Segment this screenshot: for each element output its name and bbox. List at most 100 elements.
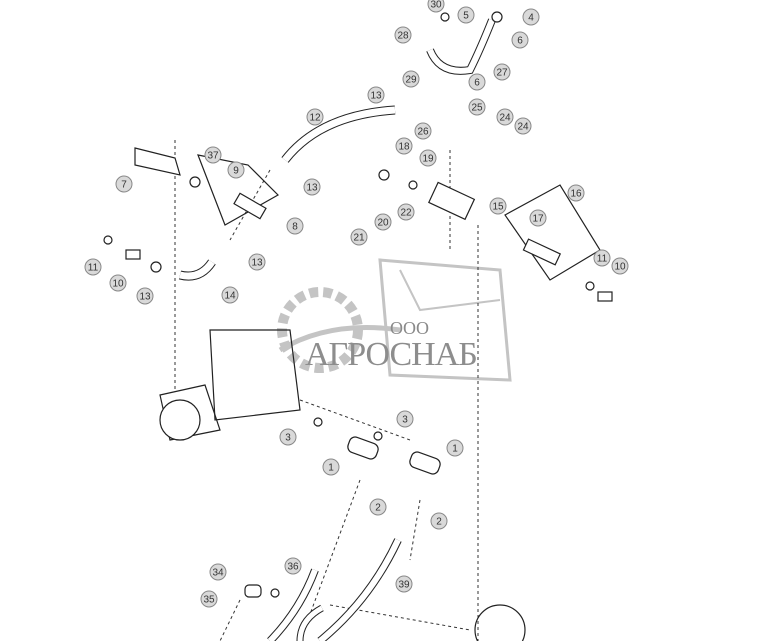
callout-number: 30	[430, 0, 442, 11]
callout-circle	[397, 203, 415, 221]
callout-number: 13	[251, 258, 263, 269]
callout-1: 1	[446, 439, 464, 457]
callout-14: 14	[221, 286, 239, 304]
callout-circle	[303, 178, 321, 196]
callout-circle	[84, 258, 102, 276]
callout-11: 11	[593, 249, 611, 267]
callout-number: 27	[496, 68, 508, 79]
callout-number: 29	[405, 75, 417, 86]
callout-6: 6	[468, 73, 486, 91]
callout-number: 35	[203, 595, 215, 606]
callout-22: 22	[397, 203, 415, 221]
callout-15: 15	[489, 197, 507, 215]
callout-number: 20	[377, 218, 389, 229]
callout-circle	[369, 498, 387, 516]
callout-circle	[430, 512, 448, 530]
callout-circle	[350, 228, 368, 246]
callout-circle	[367, 86, 385, 104]
callout-number: 13	[370, 91, 382, 102]
callout-number: 37	[207, 151, 219, 162]
callout-21: 21	[350, 228, 368, 246]
callout-25: 25	[468, 98, 486, 116]
callout-number: 3	[402, 415, 408, 426]
callout-1: 1	[322, 458, 340, 476]
callout-number: 14	[224, 291, 236, 302]
callout-number: 15	[492, 202, 504, 213]
callout-circle	[395, 137, 413, 155]
callout-5: 5	[457, 6, 475, 24]
callout-circle	[109, 274, 127, 292]
callout-number: 36	[287, 562, 299, 573]
callout-circle	[204, 146, 222, 164]
callout-number: 10	[614, 262, 626, 273]
callout-number: 7	[121, 180, 127, 191]
callout-circle	[322, 458, 340, 476]
callout-number: 21	[353, 233, 365, 244]
callout-circle	[419, 149, 437, 167]
callout-circle	[200, 590, 218, 608]
callout-34: 34	[209, 563, 227, 581]
callout-circle	[284, 557, 302, 575]
callout-number: 3	[285, 433, 291, 444]
callout-circle	[136, 287, 154, 305]
callout-circle	[209, 563, 227, 581]
callout-10: 10	[611, 257, 629, 275]
callout-number: 34	[212, 568, 224, 579]
callout-circle	[567, 184, 585, 202]
callout-number: 12	[309, 113, 321, 124]
callout-26: 26	[414, 122, 432, 140]
callout-30: 30	[427, 0, 445, 13]
callout-13: 13	[367, 86, 385, 104]
callout-24: 24	[514, 117, 532, 135]
callout-number: 9	[233, 166, 239, 177]
callout-17: 17	[529, 209, 547, 227]
callout-13: 13	[136, 287, 154, 305]
callout-35: 35	[200, 590, 218, 608]
callout-circle	[457, 6, 475, 24]
components	[103, 11, 613, 641]
callout-circle	[511, 31, 529, 49]
callout-24: 24	[496, 108, 514, 126]
callout-number: 39	[398, 580, 410, 591]
callout-number: 28	[397, 31, 409, 42]
callout-number: 16	[570, 189, 582, 200]
callout-number: 18	[398, 142, 410, 153]
callout-20: 20	[374, 213, 392, 231]
callout-circle	[489, 197, 507, 215]
callout-3: 3	[396, 410, 414, 428]
callout-number: 1	[328, 463, 334, 474]
callout-circle	[446, 439, 464, 457]
callout-36: 36	[284, 557, 302, 575]
callout-circle	[374, 213, 392, 231]
callout-39: 39	[395, 575, 413, 593]
callout-circle	[402, 70, 420, 88]
callout-circle	[395, 575, 413, 593]
callout-10: 10	[109, 274, 127, 292]
callout-13: 13	[303, 178, 321, 196]
callout-number: 17	[532, 214, 544, 225]
callout-number: 24	[499, 113, 511, 124]
callout-37: 37	[204, 146, 222, 164]
callout-11: 11	[84, 258, 102, 276]
callout-number: 13	[306, 183, 318, 194]
callout-number: 2	[375, 503, 381, 514]
callout-circle	[529, 209, 547, 227]
watermark-name: АГРОСНАБ	[305, 336, 478, 373]
callout-number: 8	[292, 222, 298, 233]
callout-number: 1	[452, 444, 458, 455]
callout-number: 19	[422, 154, 434, 165]
callout-13: 13	[248, 253, 266, 271]
callout-9: 9	[227, 161, 245, 179]
callout-circle	[221, 286, 239, 304]
callout-circle	[593, 249, 611, 267]
callout-2: 2	[369, 498, 387, 516]
callout-number: 25	[471, 103, 483, 114]
callout-number: 6	[517, 36, 523, 47]
callout-19: 19	[419, 149, 437, 167]
callout-circle	[248, 253, 266, 271]
callout-2: 2	[430, 512, 448, 530]
callout-circle	[286, 217, 304, 235]
callout-circle	[496, 108, 514, 126]
callout-circle	[427, 0, 445, 13]
